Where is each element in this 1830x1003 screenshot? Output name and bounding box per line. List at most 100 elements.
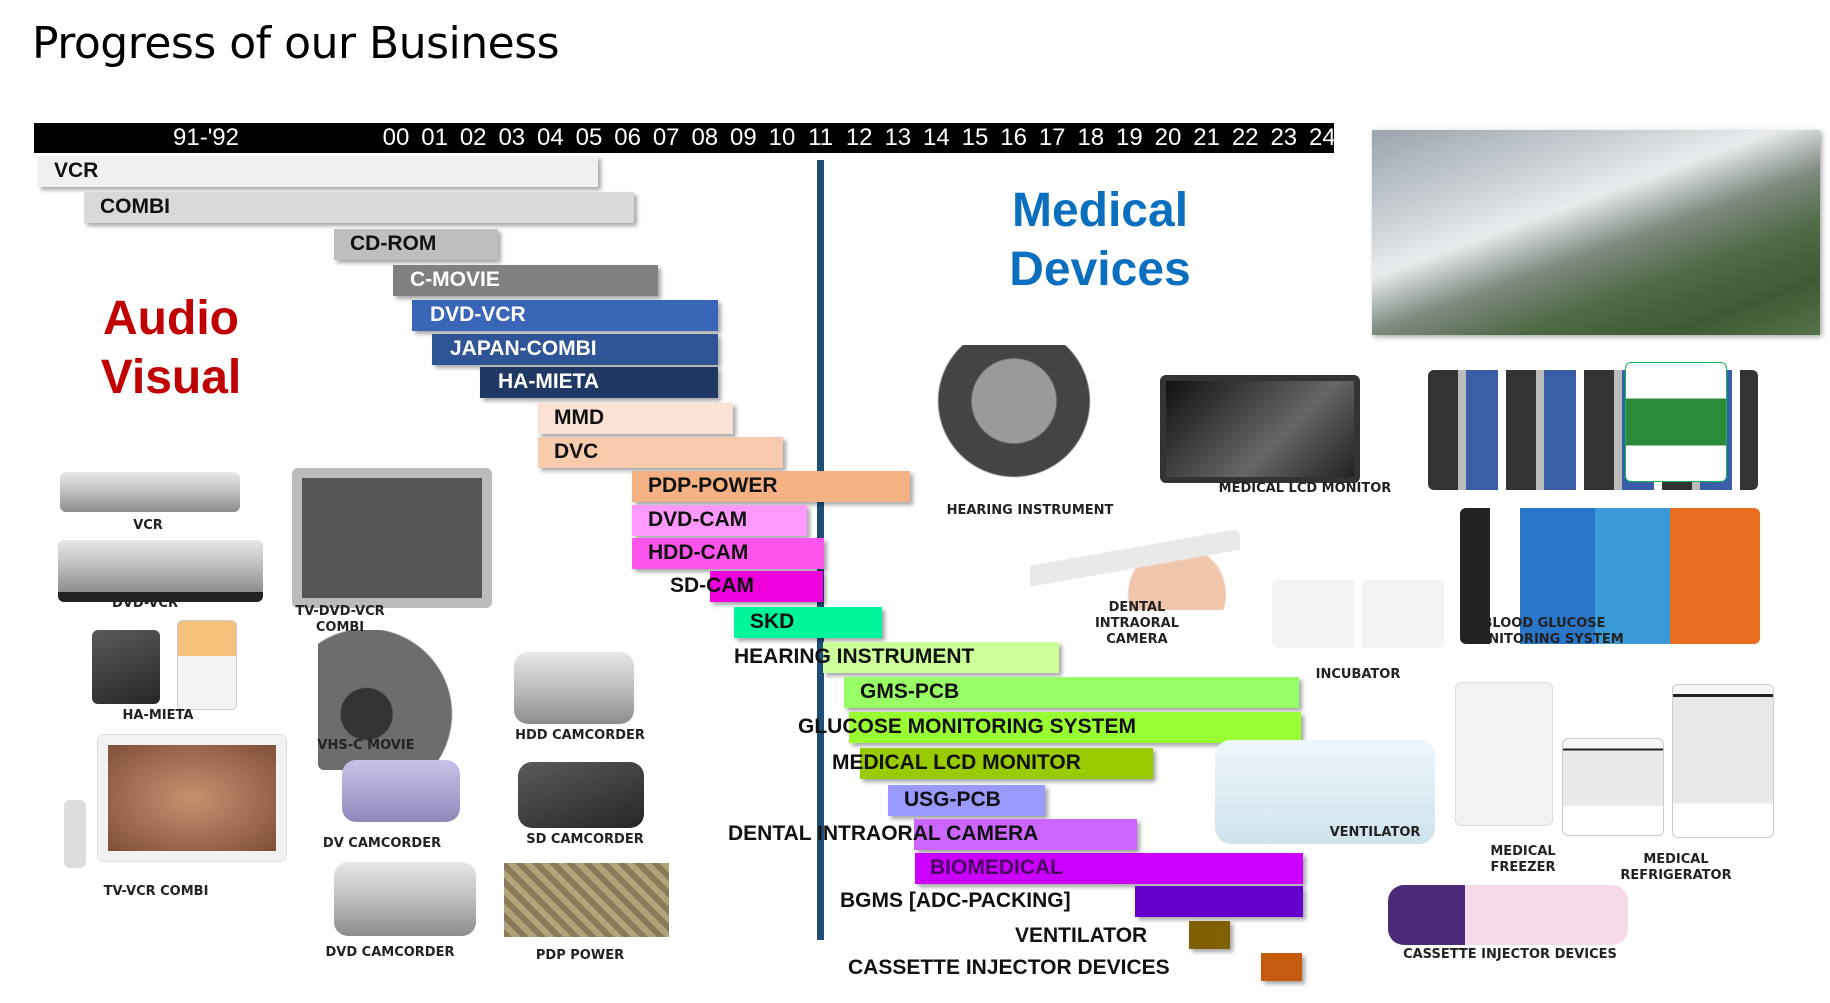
x-tick-label: 23 bbox=[1270, 124, 1298, 151]
dental-intraoral-camera-image bbox=[1030, 530, 1240, 610]
timeline-bar-label: BGMS [ADC-PACKING] bbox=[840, 889, 1071, 912]
x-tick-label: 14 bbox=[923, 124, 950, 151]
product-caption: DVD-VCR bbox=[112, 596, 178, 611]
x-tick-label: 01 bbox=[421, 124, 448, 151]
timeline-bar-vcr bbox=[38, 156, 598, 187]
timeline-bar-label: DVD-CAM bbox=[648, 508, 748, 531]
hdd-camcorder-image bbox=[514, 652, 634, 724]
vcr-image bbox=[60, 472, 240, 512]
factory-aerial-photo bbox=[1372, 130, 1820, 335]
ha-mieta-monitor-image bbox=[177, 620, 237, 710]
timeline-bar-ha-mieta bbox=[480, 367, 718, 398]
x-tick-label: 10 bbox=[768, 124, 796, 151]
remote-image bbox=[64, 800, 86, 868]
x-tick-label: 19 bbox=[1116, 124, 1143, 151]
product-caption: CASSETTE INJECTOR DEVICES bbox=[1403, 947, 1617, 962]
product-caption: VCR bbox=[133, 518, 163, 533]
sd-camcorder-image bbox=[518, 762, 644, 828]
x-tick-label: 20 bbox=[1154, 124, 1182, 151]
x-tick-label: 04 bbox=[537, 124, 564, 151]
product-caption: DV CAMCORDER bbox=[322, 836, 442, 851]
x-tick-label: 03 bbox=[498, 124, 526, 151]
timeline-bar-combi bbox=[84, 192, 634, 223]
x-tick-label: 00 bbox=[382, 124, 410, 151]
audio-visual-heading: Audio Visual bbox=[100, 292, 242, 404]
timeline-bar-hdd-cam bbox=[632, 538, 824, 569]
page-title: Progress of our Business bbox=[32, 18, 560, 69]
timeline-bar-label: USG-PCB bbox=[904, 788, 1001, 811]
timeline-bar-dvd-vcr bbox=[412, 300, 718, 331]
x-tick-label: 05 bbox=[575, 124, 603, 151]
timeline-bar-label: C-MOVIE bbox=[410, 268, 500, 291]
timeline-bar-cassette-injector-devices bbox=[1261, 953, 1302, 981]
medical-refrigerator-small-image bbox=[1562, 738, 1664, 836]
timeline-bar-japan-combi bbox=[432, 334, 718, 365]
timeline-bar-c-movie bbox=[393, 265, 658, 296]
timeline-bar-biomedical bbox=[915, 853, 1303, 884]
timeline-bar-bgms-adc-packing bbox=[1135, 886, 1303, 917]
x-tick-label: 22 bbox=[1231, 124, 1259, 151]
timeline-bar-medical-lcd-monitor bbox=[860, 748, 1153, 779]
timeline-bar-skd bbox=[734, 607, 882, 638]
product-caption: VHS-C MOVIE bbox=[317, 738, 415, 753]
timeline-bar-label: DVC bbox=[554, 440, 599, 463]
timeline-bar-label: PDP-POWER bbox=[648, 474, 778, 497]
timeline-bar-label: JAPAN-COMBI bbox=[450, 337, 597, 360]
medical-lcd-monitor-image bbox=[1160, 375, 1360, 483]
x-tick-label: 17 bbox=[1038, 124, 1066, 151]
timeline-bar-label: COMBI bbox=[100, 195, 170, 218]
product-caption: DVD CAMCORDER bbox=[325, 945, 455, 960]
product-caption: MEDICAL LCD MONITOR bbox=[1218, 481, 1392, 496]
timeline-bar-label: HA-MIETA bbox=[498, 370, 600, 393]
timeline-bar-sd-cam bbox=[710, 571, 823, 602]
x-tick-label: 07 bbox=[652, 124, 680, 151]
timeline-bar-dental-intraoral-camera bbox=[914, 819, 1137, 850]
x-tick-label: 16 bbox=[1000, 124, 1027, 151]
contour-box-image bbox=[1625, 362, 1727, 482]
timeline-bar-dvc bbox=[538, 437, 783, 468]
timeline-bar-label: BIOMEDICAL bbox=[930, 856, 1063, 879]
cassette-injector-image bbox=[1388, 885, 1628, 945]
dv-camcorder-image bbox=[342, 760, 460, 822]
product-caption: HEARING INSTRUMENT bbox=[946, 503, 1114, 518]
product-caption: PDP POWER bbox=[535, 948, 625, 963]
product-caption: SD CAMCORDER bbox=[526, 832, 644, 847]
x-tick-label: 08 bbox=[691, 124, 719, 151]
timeline-bar-pdp-power bbox=[632, 471, 910, 502]
ventilator-image bbox=[1215, 740, 1435, 844]
product-caption: TV-VCR COMBI bbox=[103, 884, 209, 899]
timeline-bar-dvd-cam bbox=[632, 505, 807, 536]
product-caption: INCUBATOR bbox=[1315, 667, 1401, 682]
timeline-bar-label: HDD-CAM bbox=[648, 541, 749, 564]
timeline-bar-label: VCR bbox=[54, 159, 99, 182]
x-tick-label: 21 bbox=[1193, 124, 1220, 151]
ha-mieta-door-image bbox=[92, 630, 160, 704]
contour-next-one-image bbox=[1460, 508, 1760, 644]
incubator-image bbox=[1272, 580, 1444, 648]
vhs-c-movie-image bbox=[318, 630, 480, 770]
timeline-bar-hearing-instrument bbox=[823, 642, 1059, 673]
product-caption: HDD CAMCORDER bbox=[515, 728, 645, 743]
tv-vcr-combi-image bbox=[98, 735, 286, 861]
x-tick-label: 02 bbox=[459, 124, 487, 151]
x-tick-label: 13 bbox=[884, 124, 912, 151]
timeline-bar-label: GLUCOSE MONITORING SYSTEM bbox=[798, 715, 1136, 738]
timeline-bar-glucose-monitoring-system bbox=[849, 712, 1301, 743]
hearing-instrument-image bbox=[870, 345, 1110, 485]
timeline-bar-cd-rom bbox=[334, 229, 498, 260]
x-tick-label: 09 bbox=[730, 124, 757, 151]
medical-devices-heading: Medical Devices bbox=[1009, 184, 1191, 296]
timeline-bar-label: DENTAL INTRAORAL CAMERA bbox=[728, 822, 1039, 845]
timeline-bar-label: GMS-PCB bbox=[860, 680, 960, 703]
timeline-bar-gms-pcb bbox=[844, 677, 1299, 708]
timeline-bar-usg-pcb bbox=[888, 785, 1045, 816]
timeline-bar-label: VENTILATOR bbox=[1015, 924, 1148, 947]
x-tick-label: 91-'92 bbox=[173, 124, 239, 151]
x-tick-label: 06 bbox=[614, 124, 641, 151]
dvd-camcorder-image bbox=[334, 862, 476, 936]
